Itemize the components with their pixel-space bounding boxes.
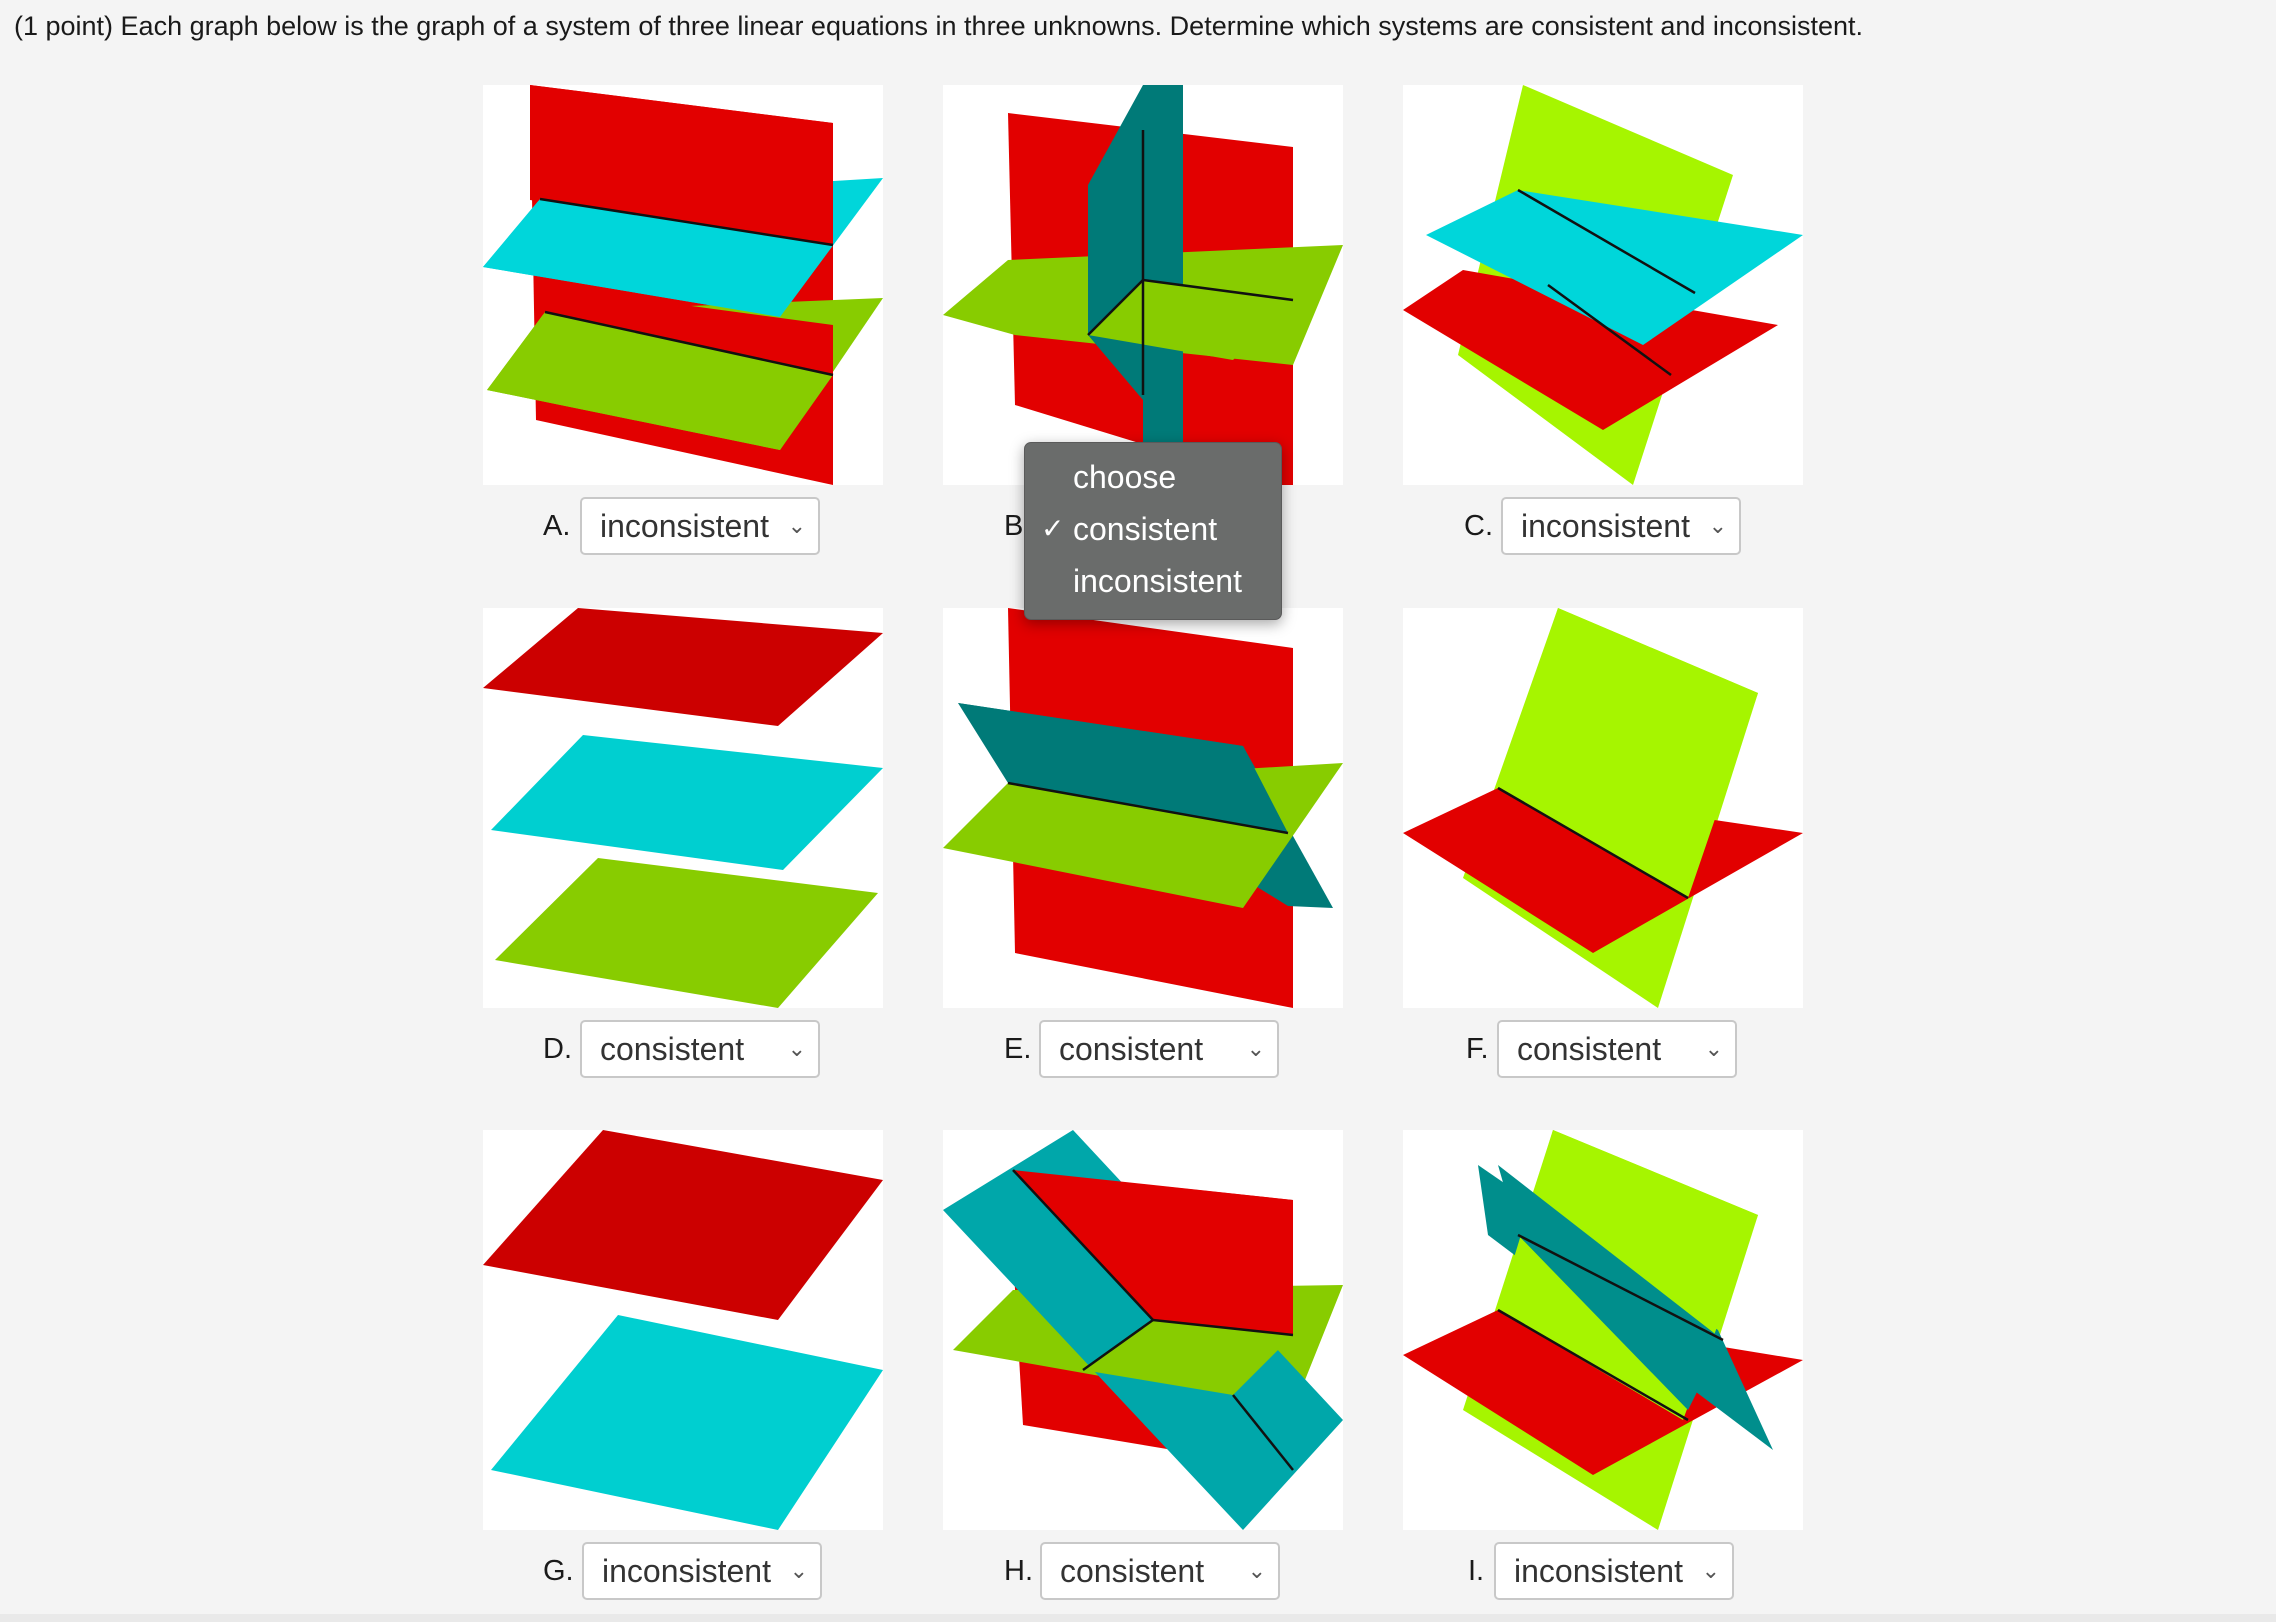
graph-h-panel	[943, 1130, 1343, 1530]
graph-d-image	[483, 608, 883, 1008]
graph-f-image	[1403, 608, 1803, 1008]
graph-i-image	[1403, 1130, 1803, 1530]
graph-b-dropdown-menu[interactable]: choose ✓ consistent inconsistent	[1024, 442, 1282, 620]
dropdown-option-inconsistent[interactable]: inconsistent	[1073, 563, 1242, 599]
graph-d-label: D.	[543, 1033, 572, 1065]
dropdown-option-consistent[interactable]: consistent	[1073, 511, 1218, 547]
graph-i-panel	[1403, 1130, 1803, 1530]
graph-f-select-value: consistent	[1517, 1031, 1662, 1067]
graph-h-select[interactable]: consistent ⌄	[1040, 1542, 1280, 1600]
chevron-down-icon: ⌄	[1701, 1558, 1720, 1583]
graph-i-select[interactable]: inconsistent ⌄	[1494, 1542, 1734, 1600]
chevron-down-icon: ⌄	[1708, 513, 1727, 538]
graph-f-panel	[1403, 608, 1803, 1008]
question-text: (1 point) Each graph below is the graph …	[14, 11, 1863, 41]
graph-c-select[interactable]: inconsistent ⌄	[1501, 497, 1741, 555]
graph-a-image	[483, 85, 883, 485]
graph-f-select[interactable]: consistent ⌄	[1497, 1020, 1737, 1078]
graph-e-select-value: consistent	[1059, 1031, 1204, 1067]
graph-d-panel	[483, 608, 883, 1008]
chevron-down-icon: ⌄	[787, 513, 806, 538]
chevron-down-icon: ⌄	[789, 1558, 808, 1583]
bottom-bar	[0, 1614, 2276, 1622]
chevron-down-icon: ⌄	[787, 1036, 806, 1061]
graph-c-select-value: inconsistent	[1521, 508, 1690, 544]
graph-g-select[interactable]: inconsistent ⌄	[582, 1542, 822, 1600]
graph-g-label: G.	[543, 1555, 574, 1587]
graph-b-label: B	[1004, 510, 1024, 542]
chevron-down-icon: ⌄	[1246, 1036, 1265, 1061]
graph-b-panel	[943, 85, 1343, 485]
graph-f-label: F.	[1466, 1033, 1489, 1065]
graph-a-label: A.	[543, 510, 571, 542]
graph-h-select-value: consistent	[1060, 1553, 1205, 1589]
checkmark-icon: ✓	[1041, 513, 1065, 544]
graph-e-panel	[943, 608, 1343, 1008]
graph-g-panel	[483, 1130, 883, 1530]
graph-d-select-value: consistent	[600, 1031, 745, 1067]
graph-h-label: H.	[1004, 1555, 1033, 1587]
graph-a-panel	[483, 85, 883, 485]
graph-b-image	[943, 85, 1343, 485]
dropdown-option-choose[interactable]: choose	[1073, 459, 1177, 495]
graph-e-image	[943, 608, 1343, 1008]
graph-c-panel	[1403, 85, 1803, 485]
graph-g-select-value: inconsistent	[602, 1553, 771, 1589]
graph-a-select-value: inconsistent	[600, 508, 769, 544]
graph-e-select[interactable]: consistent ⌄	[1039, 1020, 1279, 1078]
graph-c-label: C.	[1464, 510, 1493, 542]
graph-h-image	[943, 1130, 1343, 1530]
graph-e-label: E.	[1004, 1033, 1032, 1065]
graph-i-label: I.	[1468, 1555, 1485, 1587]
graph-g-image	[483, 1130, 883, 1530]
graph-i-select-value: inconsistent	[1514, 1553, 1683, 1589]
chevron-down-icon: ⌄	[1704, 1036, 1723, 1061]
chevron-down-icon: ⌄	[1247, 1558, 1266, 1583]
graph-c-image	[1403, 85, 1803, 485]
graph-d-select[interactable]: consistent ⌄	[580, 1020, 820, 1078]
graph-a-select[interactable]: inconsistent ⌄	[580, 497, 820, 555]
